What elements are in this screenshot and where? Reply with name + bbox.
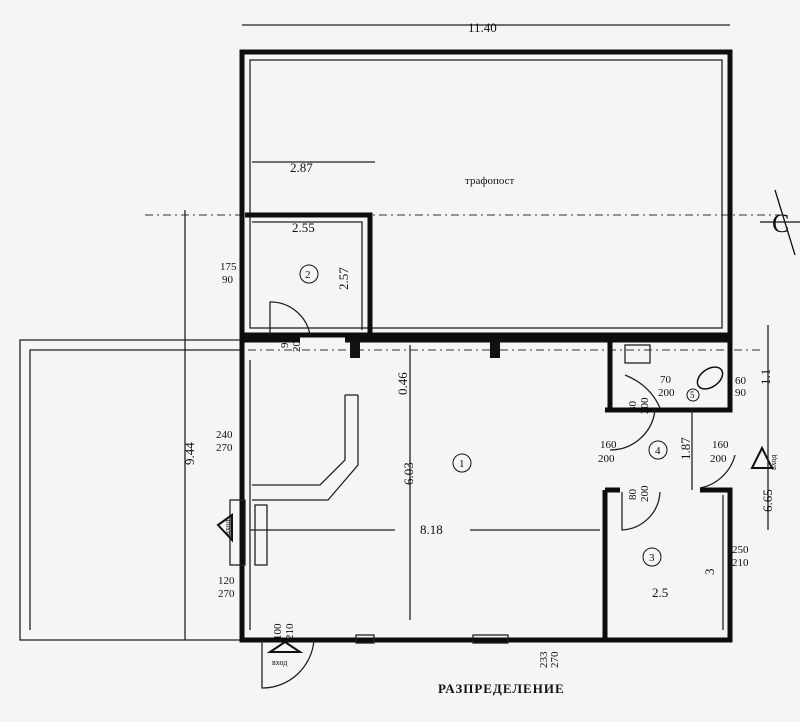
opening-size: 200 (291, 335, 303, 352)
door-swing (609, 409, 656, 451)
dimension-label: 2.57 (336, 267, 351, 290)
entrance-arrow-icon (216, 513, 233, 543)
room3-wall (602, 487, 733, 643)
opening-size: 60 (735, 375, 747, 387)
plan-title: РАЗПРЕДЕЛЕНИЕ (438, 681, 565, 696)
opening-size: 200 (639, 485, 651, 502)
transformer-room-wall (239, 49, 733, 338)
opening-size: 90 (279, 337, 291, 349)
entrance-step (229, 499, 246, 566)
opening-size: 175 (220, 261, 237, 273)
adjacent-building-outline (19, 339, 240, 641)
opening-size: 200 (658, 387, 675, 399)
door-swing (621, 491, 661, 531)
opening-size: 270 (218, 588, 235, 600)
dimension-label: 1.1 (758, 369, 773, 385)
entrance-label: вход (223, 520, 232, 535)
north-label: С (772, 209, 789, 238)
dimension-label: 6.03 (401, 462, 416, 485)
adjacent-building-outline (29, 349, 240, 630)
dimension-label: 6.65 (760, 489, 775, 512)
opening-size: 80 (627, 401, 639, 413)
window-frame (472, 634, 509, 644)
room-number-4: 4 (655, 445, 661, 457)
dimension-label: 9.44 (182, 442, 197, 465)
opening-size: 120 (218, 575, 235, 587)
sink-icon (624, 344, 651, 364)
room-marker (452, 453, 472, 473)
toilet-icon (696, 366, 724, 390)
door-swing (269, 301, 311, 336)
opening-size: 80 (627, 489, 639, 501)
opening-size: 250 (732, 544, 749, 556)
room-number-3: 3 (649, 552, 655, 564)
ramp-outline (252, 395, 346, 486)
ramp-outline (252, 395, 359, 501)
door-swing (699, 454, 736, 489)
hall-wall (239, 318, 610, 643)
entrance-step (254, 504, 268, 566)
room5-wall (605, 337, 733, 413)
room-label-transformer: трафопост (465, 175, 514, 187)
opening-size: 210 (284, 623, 296, 640)
dimension-label: 1.87 (678, 437, 693, 460)
entrance-label: вход (769, 455, 778, 470)
room-number-2: 2 (305, 269, 311, 281)
dimension-label: 8.18 (420, 522, 443, 537)
room-marker (686, 388, 700, 402)
room-marker (648, 440, 668, 460)
entrance-arrow-icon (266, 640, 304, 653)
room-marker (299, 264, 319, 284)
opening-size: 200 (639, 397, 651, 414)
dimension-label: 2.5 (652, 585, 668, 600)
window-frame (355, 634, 375, 644)
dimension-label: 0.46 (395, 372, 410, 395)
room2-wall (245, 212, 373, 335)
opening-size: 90 (222, 274, 234, 286)
opening-size: 70 (660, 374, 672, 386)
room2-inner (252, 221, 363, 330)
opening-size: 160 (600, 439, 617, 451)
opening-size: 100 (272, 623, 284, 640)
opening-size: 160 (712, 439, 729, 451)
door-swing (624, 374, 661, 409)
opening-size: 240 (216, 429, 233, 441)
opening-size: 233 (538, 651, 550, 668)
opening-size: 270 (216, 442, 233, 454)
dimension-label: 2.87 (290, 160, 313, 175)
opening-size: 90 (735, 387, 747, 399)
entrance-arrow-icon (750, 445, 774, 469)
column (350, 340, 360, 358)
room-number-5: 5 (690, 390, 695, 400)
door-swing (261, 639, 315, 689)
opening-size: 270 (549, 651, 561, 668)
opening-size: 200 (710, 453, 727, 465)
room-marker (642, 547, 662, 567)
transformer-room-inner (249, 59, 723, 329)
room-number-1: 1 (459, 458, 465, 470)
opening-size: 200 (598, 453, 615, 465)
entrance-label: вход (272, 658, 287, 667)
opening-size: 210 (732, 557, 749, 569)
dimension-label: 11.40 (468, 20, 497, 35)
dimension-label: 3 (702, 569, 717, 576)
dimension-label: 2.55 (292, 220, 315, 235)
column (490, 340, 500, 358)
north-arrow-icon (760, 189, 800, 256)
